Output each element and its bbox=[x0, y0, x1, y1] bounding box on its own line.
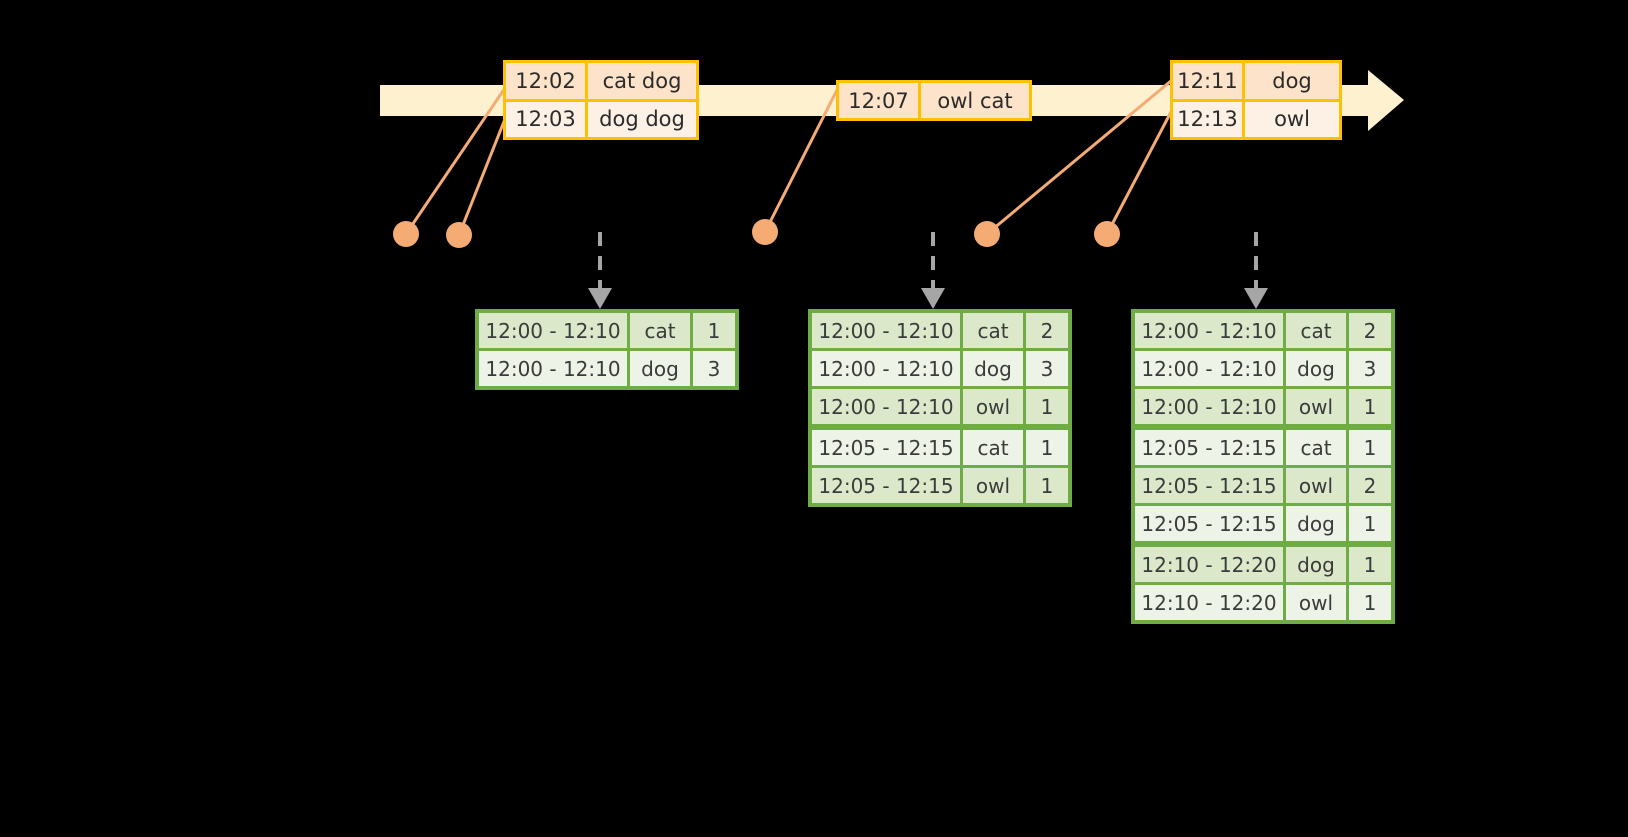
event-time: 12:13 bbox=[1173, 101, 1245, 137]
cell-window: 12:00 - 12:10 bbox=[479, 351, 627, 386]
cell-window: 12:00 - 12:10 bbox=[812, 313, 960, 348]
cell-word: owl bbox=[1286, 585, 1346, 620]
cell-word: dog bbox=[630, 351, 690, 386]
connector-dot-2 bbox=[446, 222, 472, 248]
timeline-arrowhead bbox=[1368, 70, 1404, 131]
connector-line-2 bbox=[457, 118, 507, 236]
connector-dot-3 bbox=[752, 219, 778, 245]
cell-window: 12:00 - 12:10 bbox=[1135, 389, 1283, 424]
cell-window: 12:00 - 12:10 bbox=[479, 313, 627, 348]
emit-arrow-1 bbox=[588, 232, 612, 309]
cell-word: cat bbox=[1286, 313, 1346, 348]
event-words: cat dog bbox=[588, 63, 696, 99]
event-row[interactable]: 12:11 dog bbox=[1173, 63, 1339, 99]
event-row[interactable]: 12:02 cat dog bbox=[506, 63, 696, 99]
cell-count: 2 bbox=[1026, 313, 1068, 348]
event-time: 12:07 bbox=[839, 83, 921, 118]
cell-word: owl bbox=[963, 389, 1023, 424]
connector-dot-4 bbox=[974, 221, 1000, 247]
event-words: dog dog bbox=[588, 101, 696, 137]
event-words: owl bbox=[1245, 101, 1339, 137]
connector-line-5 bbox=[1105, 109, 1174, 235]
event-row[interactable]: 12:07 owl cat bbox=[839, 83, 1029, 118]
cell-count: 1 bbox=[693, 313, 735, 348]
cell-word: dog bbox=[1286, 506, 1346, 541]
cell-count: 1 bbox=[1349, 547, 1391, 582]
cell-word: cat bbox=[963, 313, 1023, 348]
emit-arrow-2 bbox=[921, 232, 945, 309]
cell-window: 12:00 - 12:10 bbox=[1135, 313, 1283, 348]
cell-word: dog bbox=[1286, 351, 1346, 386]
cell-count: 3 bbox=[1026, 351, 1068, 386]
cell-count: 3 bbox=[1349, 351, 1391, 386]
event-time: 12:03 bbox=[506, 101, 588, 137]
cell-window: 12:10 - 12:20 bbox=[1135, 547, 1283, 582]
cell-count: 1 bbox=[1026, 430, 1068, 465]
cell-word: owl bbox=[1286, 389, 1346, 424]
cell-window: 12:00 - 12:10 bbox=[812, 389, 960, 424]
cell-count: 1 bbox=[1349, 585, 1391, 620]
cell-word: owl bbox=[1286, 468, 1346, 503]
cell-window: 12:05 - 12:15 bbox=[1135, 506, 1283, 541]
cell-count: 2 bbox=[1349, 313, 1391, 348]
cell-word: cat bbox=[1286, 430, 1346, 465]
cell-word: dog bbox=[1286, 547, 1346, 582]
cell-window: 12:00 - 12:10 bbox=[812, 351, 960, 386]
cell-word: cat bbox=[963, 430, 1023, 465]
cell-count: 1 bbox=[1349, 506, 1391, 541]
event-row[interactable]: 12:13 owl bbox=[1173, 98, 1339, 137]
event-words: owl cat bbox=[921, 83, 1029, 118]
cell-count: 1 bbox=[1026, 468, 1068, 503]
cell-window: 12:05 - 12:15 bbox=[812, 430, 960, 465]
cell-count: 1 bbox=[1026, 389, 1068, 424]
cell-count: 2 bbox=[1349, 468, 1391, 503]
event-group-2[interactable]: 12:07 owl cat bbox=[836, 80, 1032, 121]
cell-count: 1 bbox=[1349, 389, 1391, 424]
cell-word: dog bbox=[963, 351, 1023, 386]
connector-dot-1 bbox=[393, 221, 419, 247]
cell-count: 3 bbox=[693, 351, 735, 386]
cell-count: 1 bbox=[1349, 430, 1391, 465]
cell-word: owl bbox=[963, 468, 1023, 503]
event-time: 12:11 bbox=[1173, 63, 1245, 99]
event-group-3[interactable]: 12:11 dog 12:13 owl bbox=[1170, 60, 1342, 140]
cell-word: cat bbox=[630, 313, 690, 348]
event-row[interactable]: 12:03 dog dog bbox=[506, 98, 696, 137]
cell-window: 12:05 - 12:15 bbox=[812, 468, 960, 503]
event-words: dog bbox=[1245, 63, 1339, 99]
connector-dot-5 bbox=[1094, 221, 1120, 247]
event-time: 12:02 bbox=[506, 63, 588, 99]
cell-window: 12:05 - 12:15 bbox=[1135, 468, 1283, 503]
cell-window: 12:00 - 12:10 bbox=[1135, 351, 1283, 386]
cell-window: 12:10 - 12:20 bbox=[1135, 585, 1283, 620]
cell-window: 12:05 - 12:15 bbox=[1135, 430, 1283, 465]
event-group-1[interactable]: 12:02 cat dog 12:03 dog dog bbox=[503, 60, 699, 140]
emit-arrow-3 bbox=[1244, 232, 1268, 309]
